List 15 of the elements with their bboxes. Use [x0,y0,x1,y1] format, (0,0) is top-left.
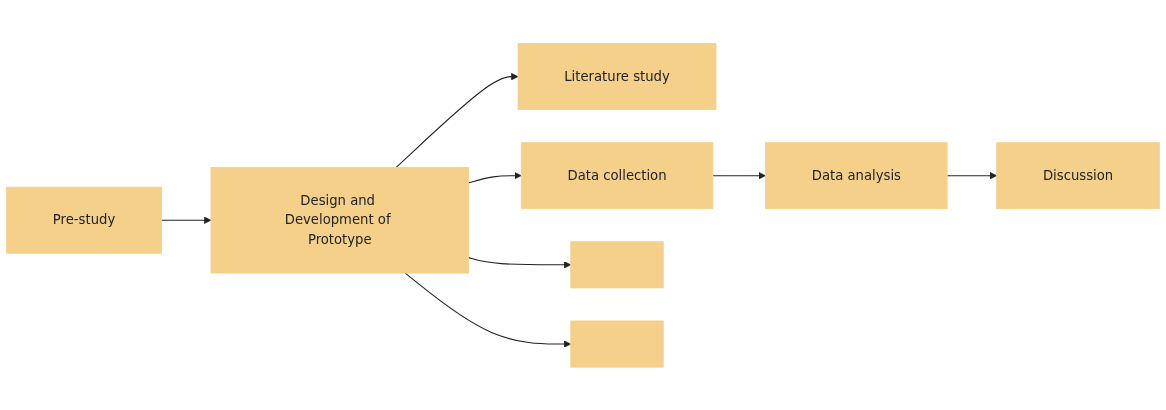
node-box [570,320,664,368]
arrow [946,171,997,179]
arrow [712,171,766,179]
node-box: Design and Development of Prototype [210,166,469,274]
node-box: Pre-study [6,186,162,254]
arrow [468,171,522,183]
node-box [570,240,664,288]
node-box: Data analysis [765,141,948,209]
arrow [160,216,212,224]
node-box: Discussion [996,141,1160,209]
arrow [395,72,519,168]
arrow [404,272,572,348]
node-box: Literature study [517,42,717,110]
arrow [468,256,572,269]
node-box: Data collection [520,141,714,209]
